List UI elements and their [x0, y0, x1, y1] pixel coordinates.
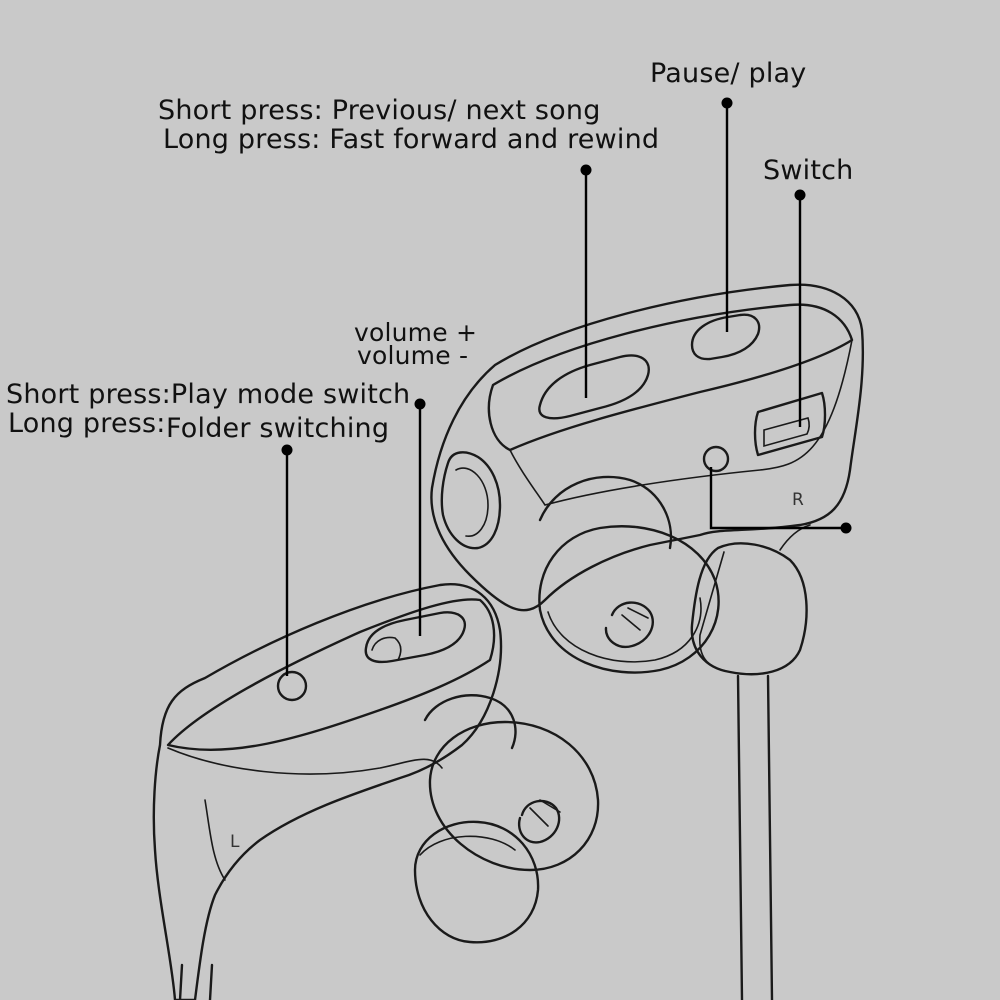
right-housing-outer [430, 283, 865, 612]
left-earbud-stem [423, 694, 517, 750]
prev-next-dot [580, 164, 592, 176]
pause-play-dot [721, 97, 733, 109]
mode-dot [281, 444, 293, 456]
label-prev-next-short: Short press: Previous/ next song [158, 95, 601, 126]
label-prev-next-long: Long press: Fast forward and rewind [163, 124, 660, 155]
right-ear-tip [690, 542, 808, 676]
right-top-face [487, 303, 854, 452]
left-earpiece [152, 583, 600, 1000]
right-end-cap [440, 451, 502, 550]
right-earpiece [430, 283, 865, 1000]
label-volume-down: volume - [357, 341, 469, 370]
left-earbud [428, 720, 600, 872]
label-mode-short: Short press:Play mode switch [6, 379, 411, 410]
label-switch: Switch [763, 155, 854, 186]
label-pause-play: Pause/ play [650, 58, 807, 89]
left-top-face [166, 598, 496, 752]
right-switch-port [753, 391, 827, 457]
left-volume-button [364, 611, 467, 664]
right-earbud-stem [538, 475, 673, 550]
right-cable [736, 674, 774, 1000]
left-mode-button [276, 670, 308, 702]
right-pause-play-button [690, 313, 761, 361]
right-prev-next-button [538, 354, 650, 420]
left-side-marker: L [230, 832, 240, 852]
volume-dot [414, 398, 426, 410]
right-earbud [538, 525, 720, 674]
left-ear-tip [413, 820, 540, 944]
left-cable [178, 963, 214, 1000]
label-mode-long-prefix: Long press: [8, 408, 166, 439]
left-housing-outer [152, 583, 503, 1000]
leader-lines [281, 97, 852, 676]
label-volume-up: volume + [354, 318, 478, 347]
right-side-marker: R [792, 490, 804, 510]
right-indicator-hole [702, 445, 730, 473]
indicator-dot [840, 522, 852, 534]
label-mode-long-text: Folder switching [166, 413, 390, 444]
switch-dot [794, 189, 806, 201]
